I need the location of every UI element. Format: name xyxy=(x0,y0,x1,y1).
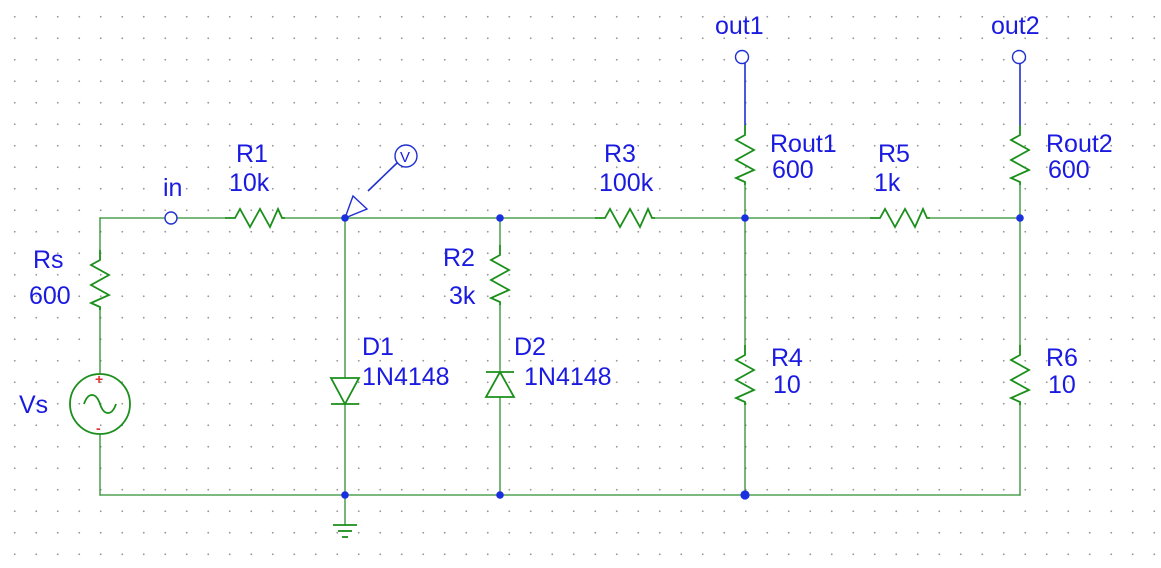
d2-name-label: D2 xyxy=(514,333,546,361)
net-label-out1: out1 xyxy=(715,12,764,40)
resistor-rs-symbol[interactable] xyxy=(88,250,112,310)
net-label-out2: out2 xyxy=(991,12,1040,40)
resistor-r1-symbol[interactable] xyxy=(225,206,285,230)
vs-plus-sign: + xyxy=(95,371,103,387)
voltage-probe-icon[interactable]: V xyxy=(343,144,418,220)
r3-value-label: 100k xyxy=(599,169,654,197)
r1-value-label: 10k xyxy=(229,169,270,197)
r2-value-label: 3k xyxy=(449,282,476,310)
r3-name-label: R3 xyxy=(604,140,636,168)
r6-name-label: R6 xyxy=(1046,344,1078,372)
diode-d2-symbol[interactable] xyxy=(484,370,516,398)
junction-dots xyxy=(341,214,1024,500)
resistor-r5-symbol[interactable] xyxy=(870,206,930,230)
r6-value-label: 10 xyxy=(1048,371,1076,399)
rout1-value-label: 600 xyxy=(772,156,814,184)
r4-name-label: R4 xyxy=(771,344,803,372)
out2-net-pin[interactable] xyxy=(1011,49,1027,65)
in-net-pin[interactable] xyxy=(164,211,178,225)
resistor-r6-symbol[interactable] xyxy=(1008,345,1032,405)
rout2-name-label: Rout2 xyxy=(1046,130,1113,158)
r1-name-label: R1 xyxy=(236,140,268,168)
resistor-r2-symbol[interactable] xyxy=(488,245,512,305)
vs-name-label: Vs xyxy=(19,391,48,419)
r5-value-label: 1k xyxy=(874,169,901,197)
d1-name-label: D1 xyxy=(362,333,394,361)
resistor-rout1-symbol[interactable] xyxy=(733,125,757,185)
rs-value-label: 600 xyxy=(29,282,71,310)
voltage-source-vs-symbol[interactable]: + - xyxy=(69,371,131,436)
rout2-value-label: 600 xyxy=(1048,156,1090,184)
d1-value-label: 1N4148 xyxy=(362,363,450,391)
resistor-r4-symbol[interactable] xyxy=(733,345,757,405)
net-label-in: in xyxy=(163,174,182,202)
r5-name-label: R5 xyxy=(878,140,910,168)
resistor-r3-symbol[interactable] xyxy=(595,206,655,230)
resistor-rout2-symbol[interactable] xyxy=(1008,125,1032,185)
r2-name-label: R2 xyxy=(443,244,475,272)
out1-net-pin[interactable] xyxy=(734,49,750,65)
ground-symbol xyxy=(333,524,357,538)
rs-name-label: Rs xyxy=(33,246,64,274)
diode-d1-symbol[interactable] xyxy=(329,377,361,406)
wires xyxy=(99,217,1021,526)
svg-text:V: V xyxy=(400,149,410,166)
r4-value-label: 10 xyxy=(773,371,801,399)
rout1-name-label: Rout1 xyxy=(770,130,837,158)
d2-value-label: 1N4148 xyxy=(524,363,612,391)
vs-minus-sign: - xyxy=(96,420,101,436)
